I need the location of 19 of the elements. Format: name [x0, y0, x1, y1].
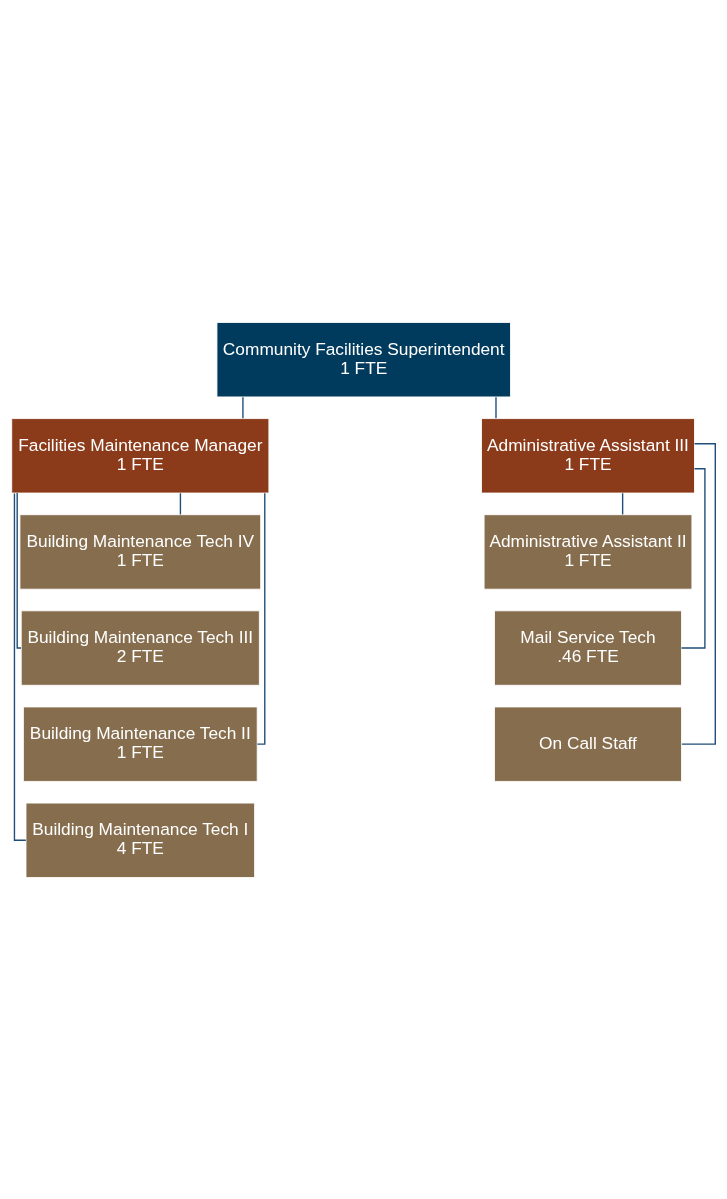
- connector: [179, 492, 182, 515]
- node-box: Administrative Assistant III 1 FTE: [481, 417, 695, 493]
- connector: [680, 467, 706, 649]
- connector: [13, 492, 27, 841]
- connector: [242, 395, 244, 419]
- node-box: Facilities Maintenance Manager 1 FTE: [11, 417, 270, 493]
- connector: [256, 492, 266, 745]
- node-box: Community Facilities Superintendent 1 FTE: [216, 321, 511, 397]
- node-box: Building Maintenance Tech I 4 FTE: [25, 802, 256, 878]
- node-box: Administrative Assistant II 1 FTE: [483, 513, 693, 590]
- connector: [681, 442, 716, 745]
- connector: [621, 492, 624, 515]
- node-box: Building Maintenance Tech IV 1 FTE: [19, 513, 262, 590]
- node-box: Building Maintenance Tech III 2 FTE: [20, 609, 260, 686]
- node-box: Building Maintenance Tech II 1 FTE: [22, 706, 258, 782]
- node-box: On Call Staff: [494, 706, 682, 782]
- node-box: Mail Service Tech .46 FTE: [494, 609, 682, 686]
- connector: [495, 395, 497, 419]
- connector: [16, 491, 22, 649]
